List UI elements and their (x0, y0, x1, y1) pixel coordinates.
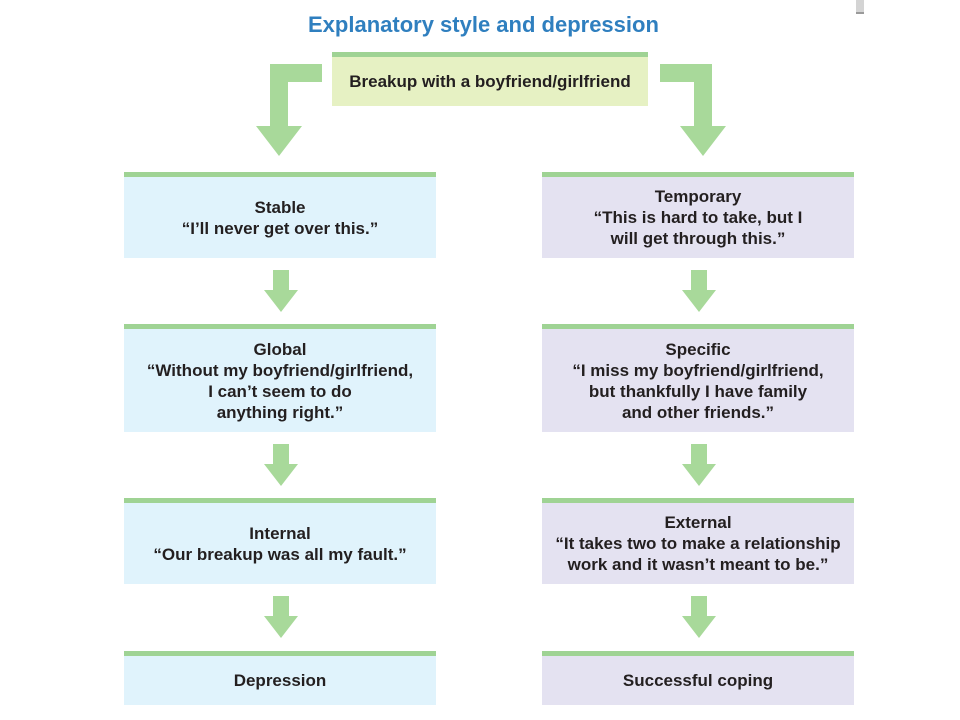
down-arrow-right-3 (682, 596, 716, 638)
branch-arrow-right (660, 64, 726, 156)
left-step-global: Global “Without my boyfriend/girlfriend,… (124, 324, 436, 432)
down-arrow-left-2 (264, 444, 298, 486)
down-arrow-right-2 (682, 444, 716, 486)
left-step-stable: Stable “I’ll never get over this.” (124, 172, 436, 258)
start-box: Breakup with a boyfriend/girlfriend (332, 52, 648, 106)
left-step-internal: Internal “Our breakup was all my fault.” (124, 498, 436, 584)
step-quote: “This is hard to take, but I will get th… (593, 208, 803, 248)
left-outcome-depression: Depression (124, 651, 436, 705)
step-heading: Internal (249, 523, 311, 543)
branch-arrow-left (256, 64, 322, 156)
step-quote: “I miss my boyfriend/girlfriend, but tha… (572, 360, 824, 422)
step-heading: Specific (665, 339, 731, 359)
down-arrow-right-1 (682, 270, 716, 312)
step-heading: Stable (254, 197, 306, 217)
diagram-title: Explanatory style and depression (308, 12, 659, 37)
right-step-temporary: Temporary “This is hard to take, but I w… (542, 172, 854, 258)
step-heading: Global (253, 339, 307, 359)
right-outcome-successful-coping: Successful coping (542, 651, 854, 705)
step-quote: “Our breakup was all my fault.” (153, 544, 407, 564)
right-step-specific: Specific “I miss my boyfriend/girlfriend… (542, 324, 854, 432)
step-quote: “Without my boyfriend/girlfriend, I can’… (146, 360, 414, 422)
step-heading: Temporary (654, 187, 742, 206)
step-quote: “It takes two to make a relationship wor… (555, 534, 841, 574)
right-step-external: External “It takes two to make a relatio… (542, 498, 854, 584)
outcome-label: Depression (233, 671, 327, 690)
start-label: Breakup with a boyfriend/girlfriend (349, 71, 631, 91)
down-arrow-left-3 (264, 596, 298, 638)
scroll-marker (856, 0, 864, 14)
step-heading: External (664, 513, 732, 532)
down-arrow-left-1 (264, 270, 298, 312)
outcome-label: Successful coping (622, 671, 774, 690)
step-quote: “I’ll never get over this.” (181, 218, 379, 238)
